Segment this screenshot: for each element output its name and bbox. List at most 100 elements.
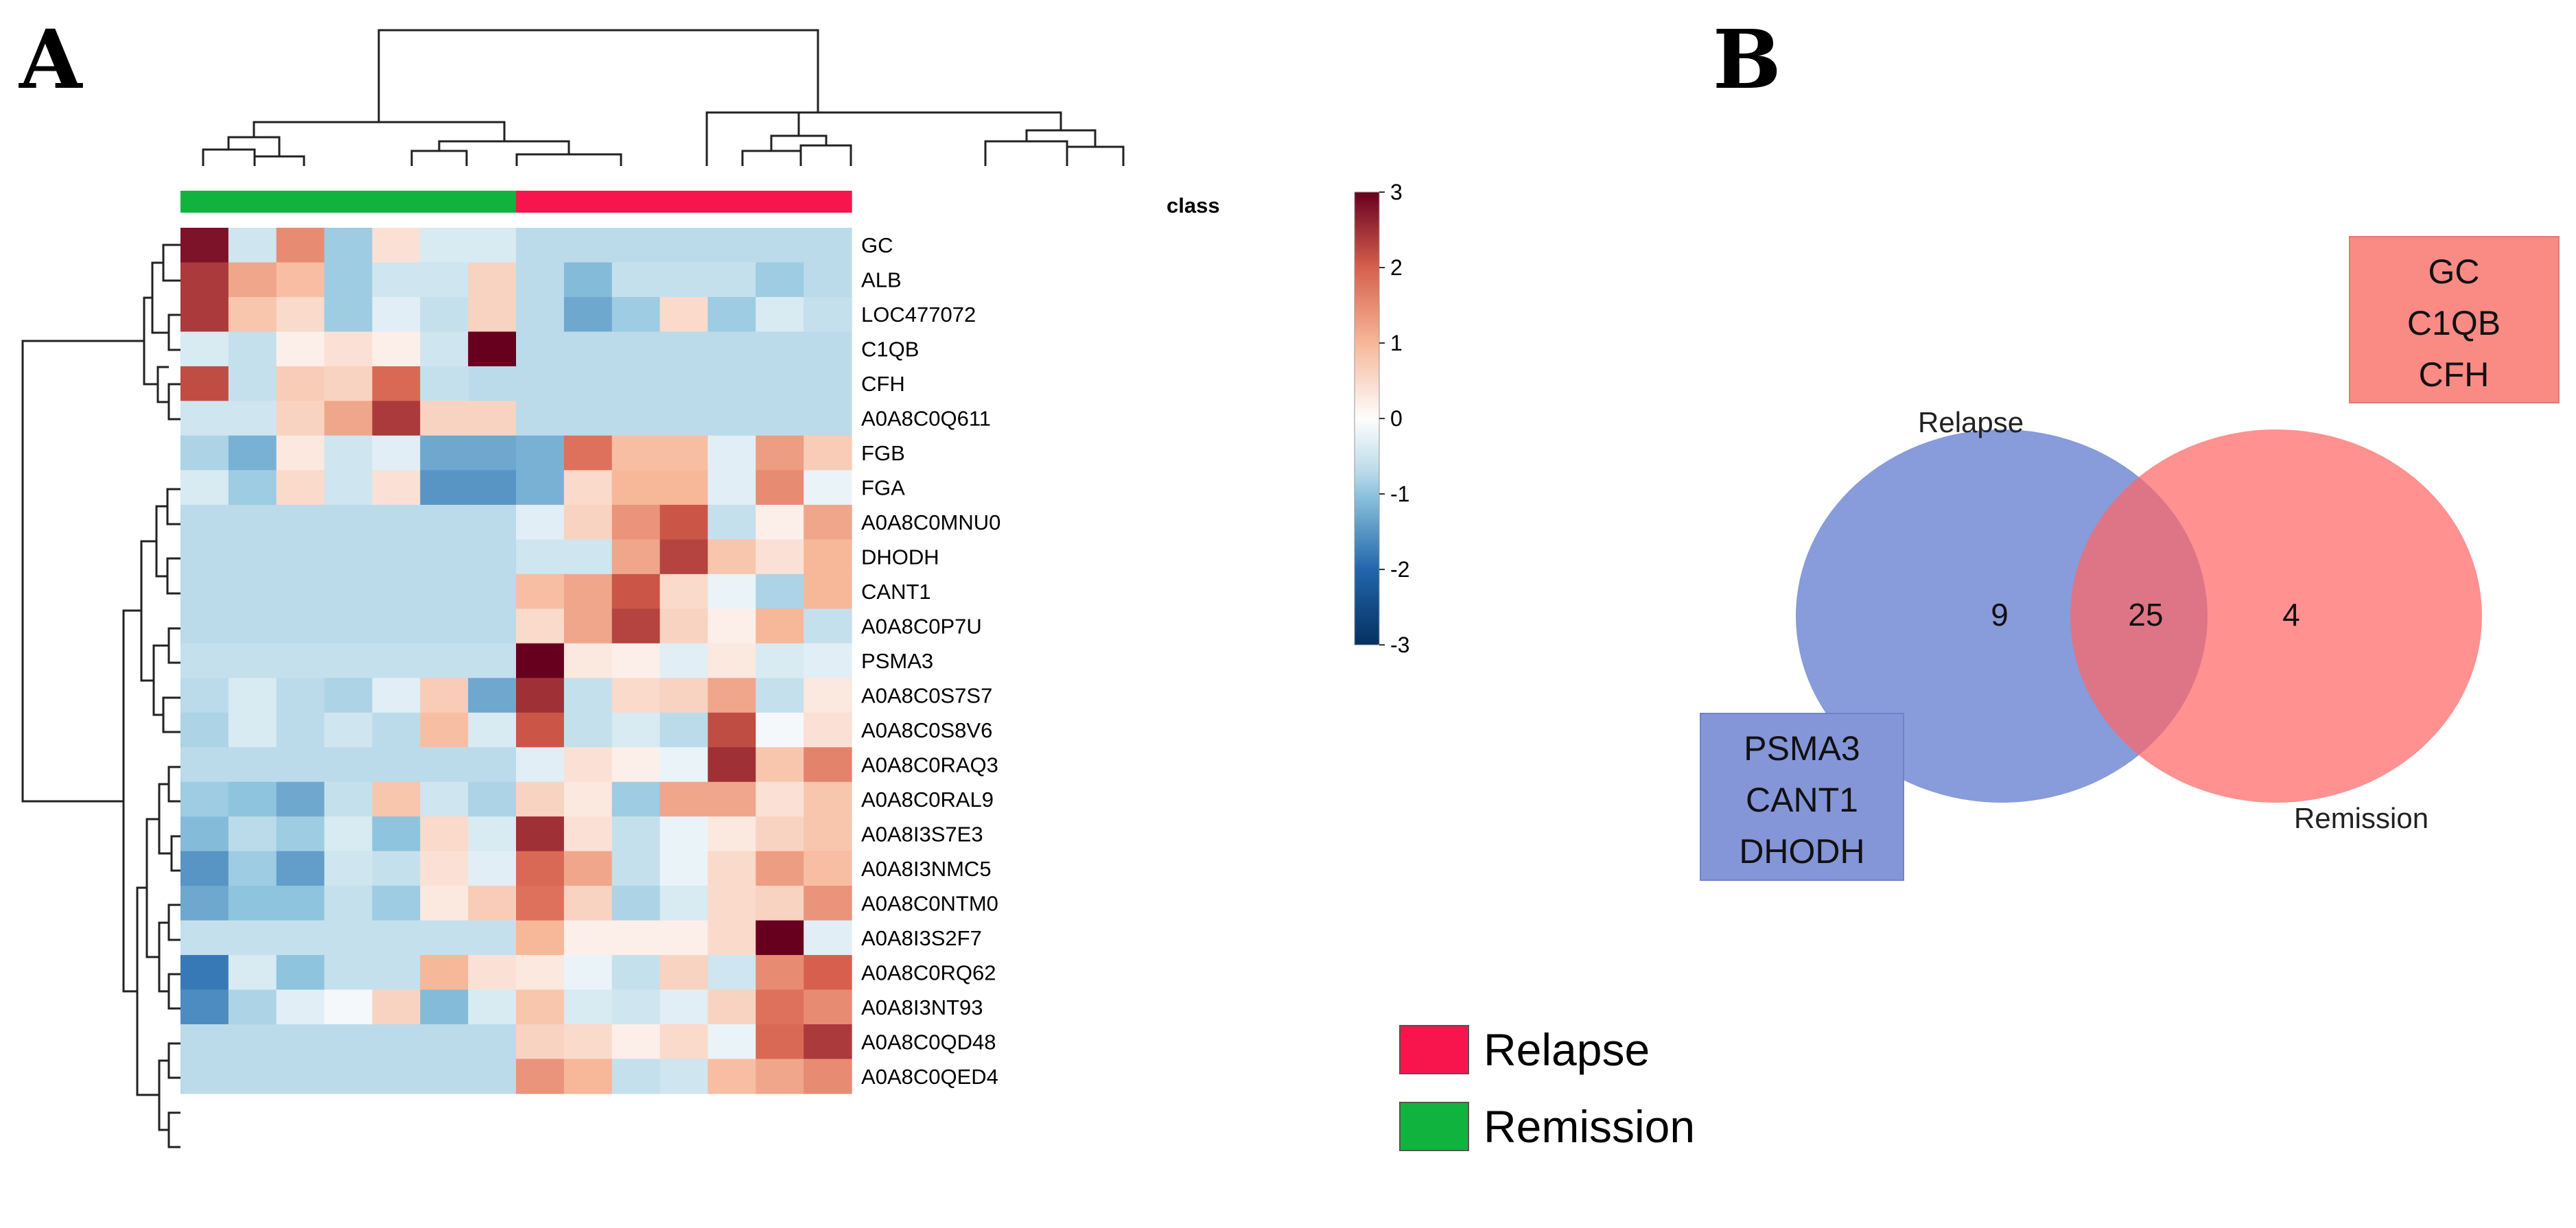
heatmap-cell xyxy=(372,1024,421,1060)
heatmap-cell xyxy=(804,643,852,678)
heatmap-cell xyxy=(468,955,517,991)
legend-label-relapse: Relapse xyxy=(1484,1024,1650,1075)
heatmap-cell xyxy=(228,712,277,748)
heatmap-cell xyxy=(516,886,565,921)
heatmap-cell xyxy=(516,296,565,333)
heatmap-cell xyxy=(276,609,325,644)
heatmap-cell xyxy=(611,401,661,436)
heatmap-cell xyxy=(659,401,709,436)
row-label: A0A8C0P7U xyxy=(861,615,982,639)
relapse-only-box xyxy=(1700,713,1904,881)
heatmap-cell xyxy=(468,228,517,263)
heatmap-cell xyxy=(516,539,565,575)
heatmap-cell xyxy=(611,920,661,956)
heatmap-cell xyxy=(563,886,613,921)
heatmap-cell xyxy=(756,228,804,263)
heatmap-cell xyxy=(707,331,756,367)
heatmap-cell xyxy=(468,816,517,852)
heatmap-cell xyxy=(611,609,661,644)
heatmap-cell xyxy=(324,1024,373,1060)
row-label: A0A8C0NTM0 xyxy=(861,891,998,915)
heatmap-cell xyxy=(563,574,613,609)
heatmap-cell xyxy=(276,643,325,678)
heatmap-cell xyxy=(804,781,852,817)
heatmap-cell xyxy=(563,712,613,748)
heatmap-cell xyxy=(180,504,229,540)
heatmap-cell xyxy=(372,920,421,956)
heatmap-cell xyxy=(756,989,804,1025)
heatmap-cell xyxy=(276,435,325,471)
row-label: A0A8I3S2F7 xyxy=(861,926,982,950)
class-bar-cell-relapse xyxy=(804,191,852,213)
heatmap-cell xyxy=(659,262,709,298)
class-bar-cell-relapse xyxy=(563,191,613,213)
heatmap-cell xyxy=(420,747,469,783)
heatmap-cell xyxy=(804,1024,852,1060)
heatmap-cell xyxy=(228,296,277,333)
heatmap-cell xyxy=(707,886,756,921)
heatmap-cell xyxy=(228,228,277,263)
heatmap-cell xyxy=(324,678,373,713)
heatmap-cell xyxy=(276,886,325,921)
class-bar-cell-remission xyxy=(228,191,277,213)
heatmap-cell xyxy=(804,609,852,644)
heatmap-cell xyxy=(659,366,709,401)
heatmap-cell xyxy=(324,366,373,401)
legend-swatch-remission xyxy=(1399,1102,1469,1151)
heatmap-panel: class GCALBLOC477072C1QBCFHA0A8C0Q611FGB… xyxy=(21,29,1695,1152)
heatmap-cell xyxy=(180,609,229,644)
heatmap-cell xyxy=(180,989,229,1025)
heatmap-cell xyxy=(228,781,277,817)
heatmap-cell xyxy=(756,470,804,506)
heatmap-cell xyxy=(804,228,852,263)
venn-count-remission-only: 4 xyxy=(2282,597,2300,633)
heatmap-cell xyxy=(324,920,373,956)
heatmap-cell xyxy=(228,816,277,852)
heatmap-cell xyxy=(707,262,756,298)
colorbar-tick-label: 0 xyxy=(1390,406,1403,431)
heatmap-cell xyxy=(563,609,613,644)
heatmap-cell xyxy=(563,262,613,298)
heatmap-cell xyxy=(756,296,804,333)
heatmap-cell xyxy=(659,504,709,540)
heatmap-cell xyxy=(324,747,373,783)
heatmap-cell xyxy=(563,1059,613,1094)
heatmap-cell xyxy=(324,816,373,852)
heatmap-cell xyxy=(228,366,277,401)
heatmap-cell xyxy=(324,955,373,991)
heatmap-cell xyxy=(468,504,517,540)
heatmap-cell xyxy=(468,1024,517,1060)
heatmap-cell xyxy=(659,331,709,367)
heatmap-cell xyxy=(420,989,469,1025)
heatmap-cell xyxy=(180,1024,229,1060)
heatmap-cell xyxy=(611,504,661,540)
heatmap-cell xyxy=(516,262,565,298)
heatmap-cell xyxy=(420,816,469,852)
heatmap-cell xyxy=(707,955,756,991)
heatmap-cell xyxy=(180,296,229,333)
row-label: A0A8C0RAQ3 xyxy=(861,753,998,777)
heatmap-cell xyxy=(804,989,852,1025)
heatmap-cell xyxy=(804,262,852,298)
heatmap-cell xyxy=(276,470,325,506)
heatmap-cell xyxy=(756,504,804,540)
heatmap-cell xyxy=(756,1024,804,1060)
class-bar-cell-relapse xyxy=(659,191,709,213)
heatmap-cell xyxy=(420,1024,469,1060)
heatmap-cell xyxy=(276,331,325,367)
heatmap-cell xyxy=(420,920,469,956)
heatmap-cell xyxy=(372,712,421,748)
colorbar-tick-label: -3 xyxy=(1390,633,1409,657)
row-dendrogram-lines xyxy=(21,244,180,1148)
heatmap-cell xyxy=(468,747,517,783)
heatmap-cell xyxy=(563,989,613,1025)
heatmap-cell xyxy=(611,955,661,991)
heatmap-cell xyxy=(611,851,661,886)
heatmap-cell xyxy=(228,331,277,367)
panel-letter-a: A xyxy=(19,12,83,107)
heatmap-cell xyxy=(611,262,661,298)
heatmap-cell xyxy=(420,504,469,540)
heatmap-cell xyxy=(516,1024,565,1060)
heatmap-cell xyxy=(228,920,277,956)
row-label: A0A8C0QED4 xyxy=(861,1065,998,1089)
